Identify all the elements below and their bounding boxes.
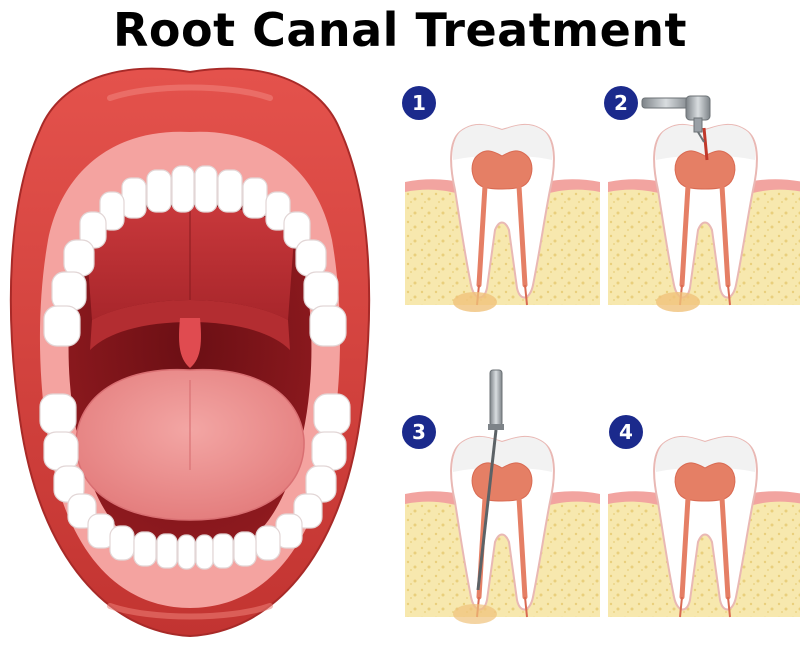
step-3-panel (405, 437, 600, 624)
step-3-badge: 3 (402, 415, 436, 449)
open-mouth-illustration (9, 67, 371, 638)
page-title: Root Canal Treatment (112, 3, 688, 57)
step-2-number: 2 (614, 91, 628, 115)
endodontic-file-icon (476, 369, 504, 591)
step-4-number: 4 (619, 420, 633, 444)
dental-drill-icon (641, 95, 711, 143)
step-4-panel (608, 437, 800, 617)
lower-teeth (39, 393, 351, 570)
step-3-number: 3 (412, 420, 426, 444)
step-1-panel (405, 125, 600, 312)
step-1-number: 1 (412, 91, 426, 115)
step-1-badge: 1 (402, 86, 436, 120)
upper-teeth (43, 165, 347, 347)
step-4-badge: 4 (609, 415, 643, 449)
step-2-panel (608, 125, 800, 312)
step-2-badge: 2 (604, 86, 638, 120)
